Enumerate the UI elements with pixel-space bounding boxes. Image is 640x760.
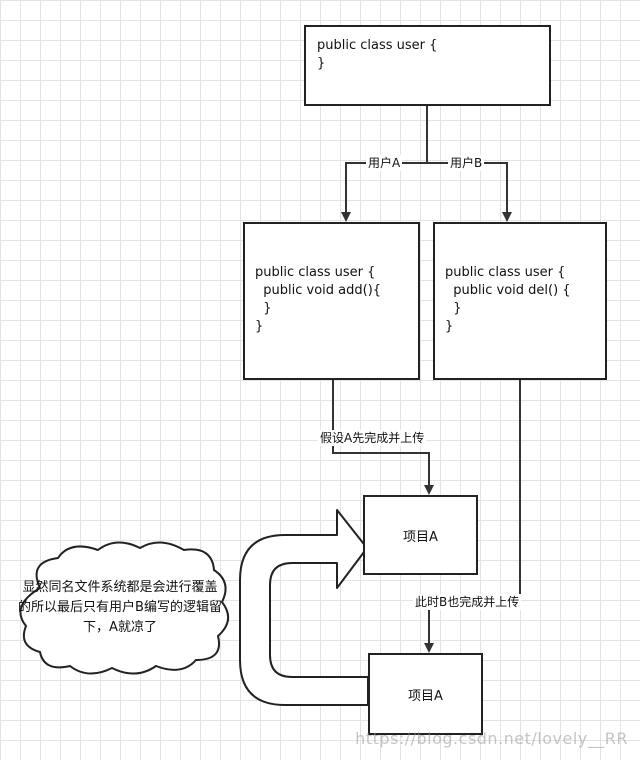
user-b-code-line-3: } <box>445 301 462 316</box>
user-b-class-box: public class user { public void del() { … <box>433 222 607 380</box>
top-code-line-1: public class user { <box>317 38 438 53</box>
project-box-1-label: 项目A <box>403 529 438 545</box>
user-a-code-line-1: public class user { <box>255 265 376 280</box>
cloud-note-text: 显然同名文件系统都是会进行覆盖的所以最后只有用户B编写的逻辑留下，A就凉了 <box>18 580 222 635</box>
arrow-user-b <box>427 162 512 222</box>
project-box-1: 项目A <box>363 495 478 575</box>
label-user-b: 用户B <box>448 155 485 171</box>
project-box-2: 项目A <box>368 653 483 735</box>
label-user-a: 用户A <box>366 155 403 171</box>
user-b-code-line-4: } <box>445 319 454 334</box>
user-a-code-line-2: public void add(){ <box>255 283 382 298</box>
user-a-code-line-4: } <box>255 319 264 334</box>
arrow-user-a <box>341 162 427 222</box>
arrow-a-upload <box>332 380 434 495</box>
overwrite-u-arrow <box>239 509 369 706</box>
top-code-line-3: } <box>317 56 326 71</box>
top-class-box: public class user { } <box>304 25 551 106</box>
speech-cloud <box>19 541 229 675</box>
user-a-class-box: public class user { public void add(){ }… <box>243 222 420 380</box>
project-box-2-label: 项目A <box>408 688 443 704</box>
label-b-upload: 此时B也完成并上传 <box>413 594 522 610</box>
label-a-upload: 假设A先完成并上传 <box>318 430 427 446</box>
user-b-code-line-1: public class user { <box>445 265 566 280</box>
user-a-code-line-3: } <box>255 301 272 316</box>
user-b-code-line-2: public void del() { <box>445 283 571 298</box>
watermark: https://blog.csdn.net/lovely__RR <box>355 729 628 748</box>
